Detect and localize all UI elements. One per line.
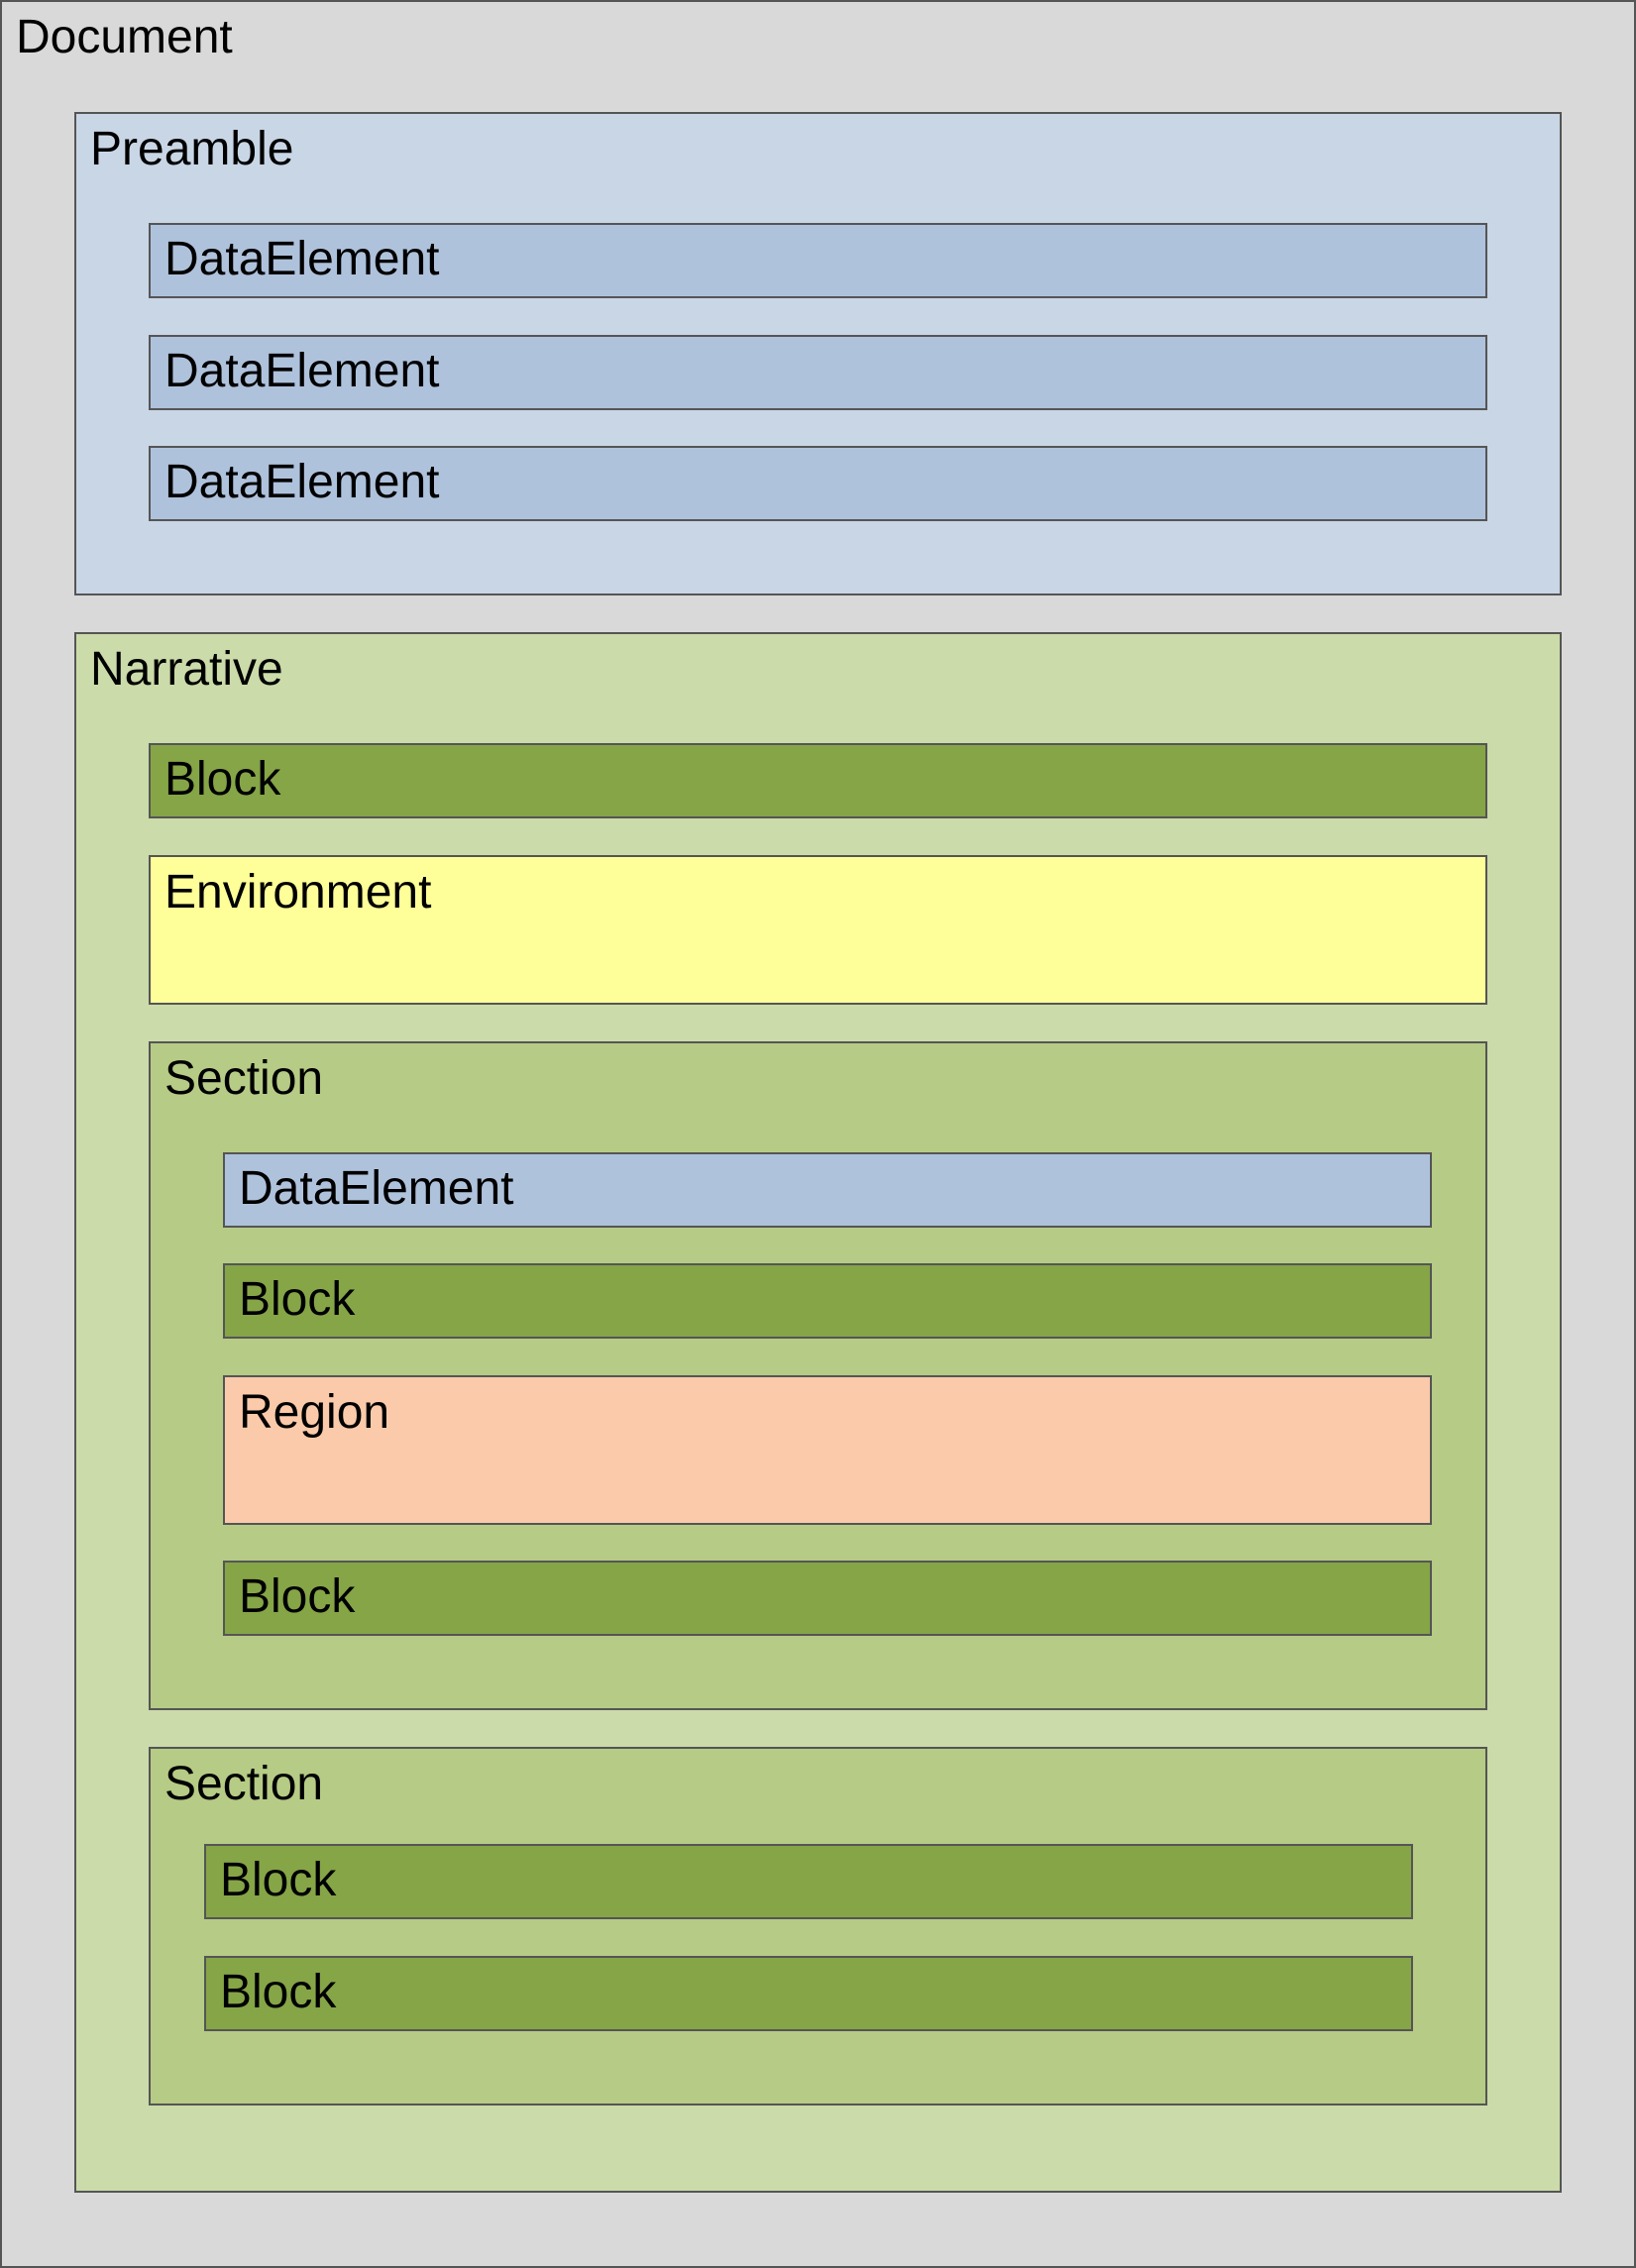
- region-label: Region: [239, 1386, 390, 1439]
- block-label: Block: [220, 1854, 337, 1906]
- narrative-label: Narrative: [90, 643, 283, 696]
- section-label: Section: [164, 1758, 324, 1810]
- section-block: Block: [223, 1561, 1432, 1636]
- document-label: Document: [16, 11, 233, 63]
- region-box: Region: [223, 1375, 1432, 1525]
- section-block: Block: [223, 1263, 1432, 1339]
- section-container: Section: [149, 1747, 1487, 2106]
- section-data-element: DataElement: [223, 1152, 1432, 1228]
- preamble-data-element: DataElement: [149, 223, 1487, 298]
- preamble-data-element: DataElement: [149, 446, 1487, 521]
- data-element-label: DataElement: [164, 233, 440, 285]
- data-element-label: DataElement: [164, 345, 440, 397]
- section-block: Block: [204, 1844, 1413, 1919]
- environment-box: Environment: [149, 855, 1487, 1005]
- narrative-block: Block: [149, 743, 1487, 818]
- preamble-label: Preamble: [90, 123, 294, 175]
- data-element-label: DataElement: [164, 456, 440, 508]
- block-label: Block: [164, 753, 281, 806]
- environment-label: Environment: [164, 866, 432, 918]
- block-label: Block: [220, 1966, 337, 2018]
- section-label: Section: [164, 1052, 324, 1105]
- section-block: Block: [204, 1956, 1413, 2031]
- block-label: Block: [239, 1570, 356, 1623]
- data-element-label: DataElement: [239, 1162, 514, 1215]
- block-label: Block: [239, 1273, 356, 1326]
- preamble-data-element: DataElement: [149, 335, 1487, 410]
